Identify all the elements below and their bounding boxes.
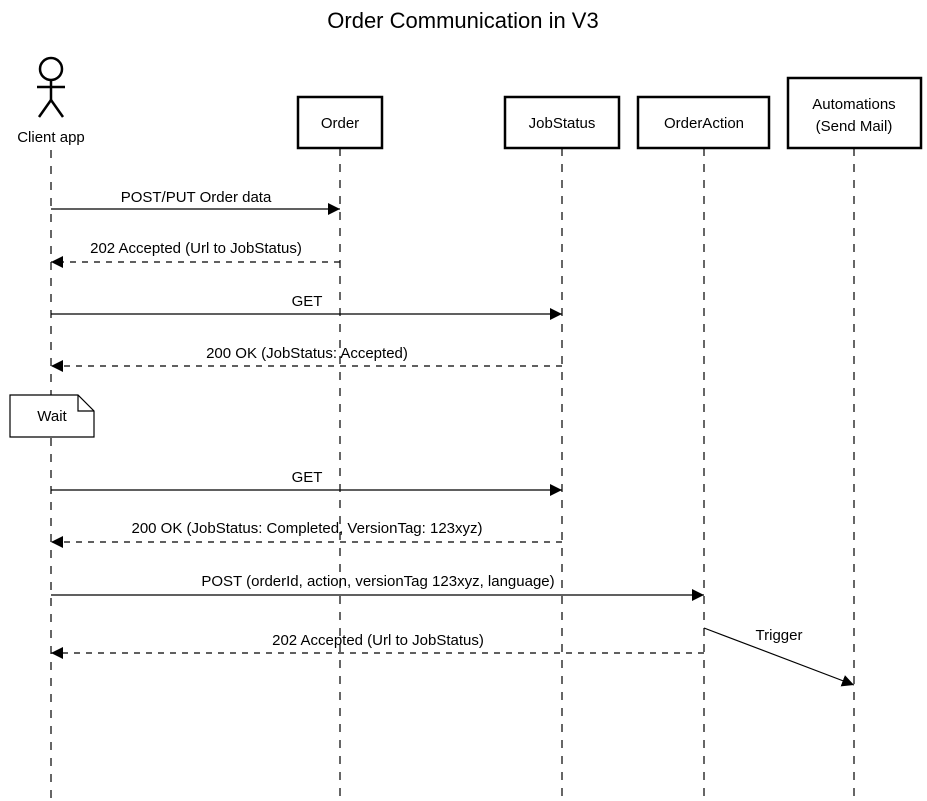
note-fold (77, 395, 94, 412)
message-label: POST/PUT Order data (121, 189, 272, 206)
message-7: POST (orderId, action, versionTag 123xyz… (51, 573, 704, 601)
message-5: GET (51, 469, 562, 496)
note-wait: Wait (9, 394, 95, 438)
participant-order-label: Order (321, 115, 359, 132)
message-8: 202 Accepted (Url to JobStatus) (51, 632, 704, 659)
participant-client-label: Client app (17, 129, 85, 146)
actor-right-leg (49, 99, 65, 118)
note-shape (9, 394, 95, 438)
participant-orderaction: OrderAction (636, 95, 771, 150)
message-1: POST/PUT Order data (51, 189, 340, 215)
message-label: GET (292, 469, 323, 486)
message-4: 200 OK (JobStatus: Accepted) (51, 345, 562, 372)
participant-automations-box (786, 76, 923, 150)
participant-order-box (296, 95, 384, 150)
participant-jobstatus-box (503, 95, 621, 150)
message-9: Trigger (703, 627, 855, 687)
diagram-title: Order Communication in V3 (327, 8, 598, 33)
participant-orderaction-label: OrderAction (664, 115, 744, 132)
participant-order: Order (296, 95, 384, 150)
participant-jobstatus: JobStatus (503, 95, 621, 150)
actor-head (38, 56, 64, 82)
participant-automations-label-line1: Automations (812, 96, 895, 113)
message-label: POST (orderId, action, versionTag 123xyz… (201, 573, 554, 590)
message-arrow (703, 627, 855, 687)
note-label: Wait (37, 408, 67, 425)
message-label: 202 Accepted (Url to JobStatus) (90, 240, 302, 257)
participant-jobstatus-label: JobStatus (529, 115, 596, 132)
message-3: GET (51, 293, 562, 320)
message-label: Trigger (756, 627, 803, 644)
participant-automations: Automations (Send Mail) (786, 76, 923, 150)
message-2: 202 Accepted (Url to JobStatus) (51, 240, 340, 268)
participant-client (37, 56, 65, 118)
message-label: GET (292, 293, 323, 310)
message-label: 200 OK (JobStatus: Accepted) (206, 345, 408, 362)
message-label: 200 OK (JobStatus: Completed, VersionTag… (131, 520, 482, 537)
message-6: 200 OK (JobStatus: Completed, VersionTag… (51, 520, 562, 548)
message-label: 202 Accepted (Url to JobStatus) (272, 632, 484, 649)
participant-automations-label-line2: (Send Mail) (816, 118, 893, 135)
actor-left-leg (37, 99, 53, 118)
lifelines (50, 148, 855, 801)
participant-orderaction-box (636, 95, 771, 150)
